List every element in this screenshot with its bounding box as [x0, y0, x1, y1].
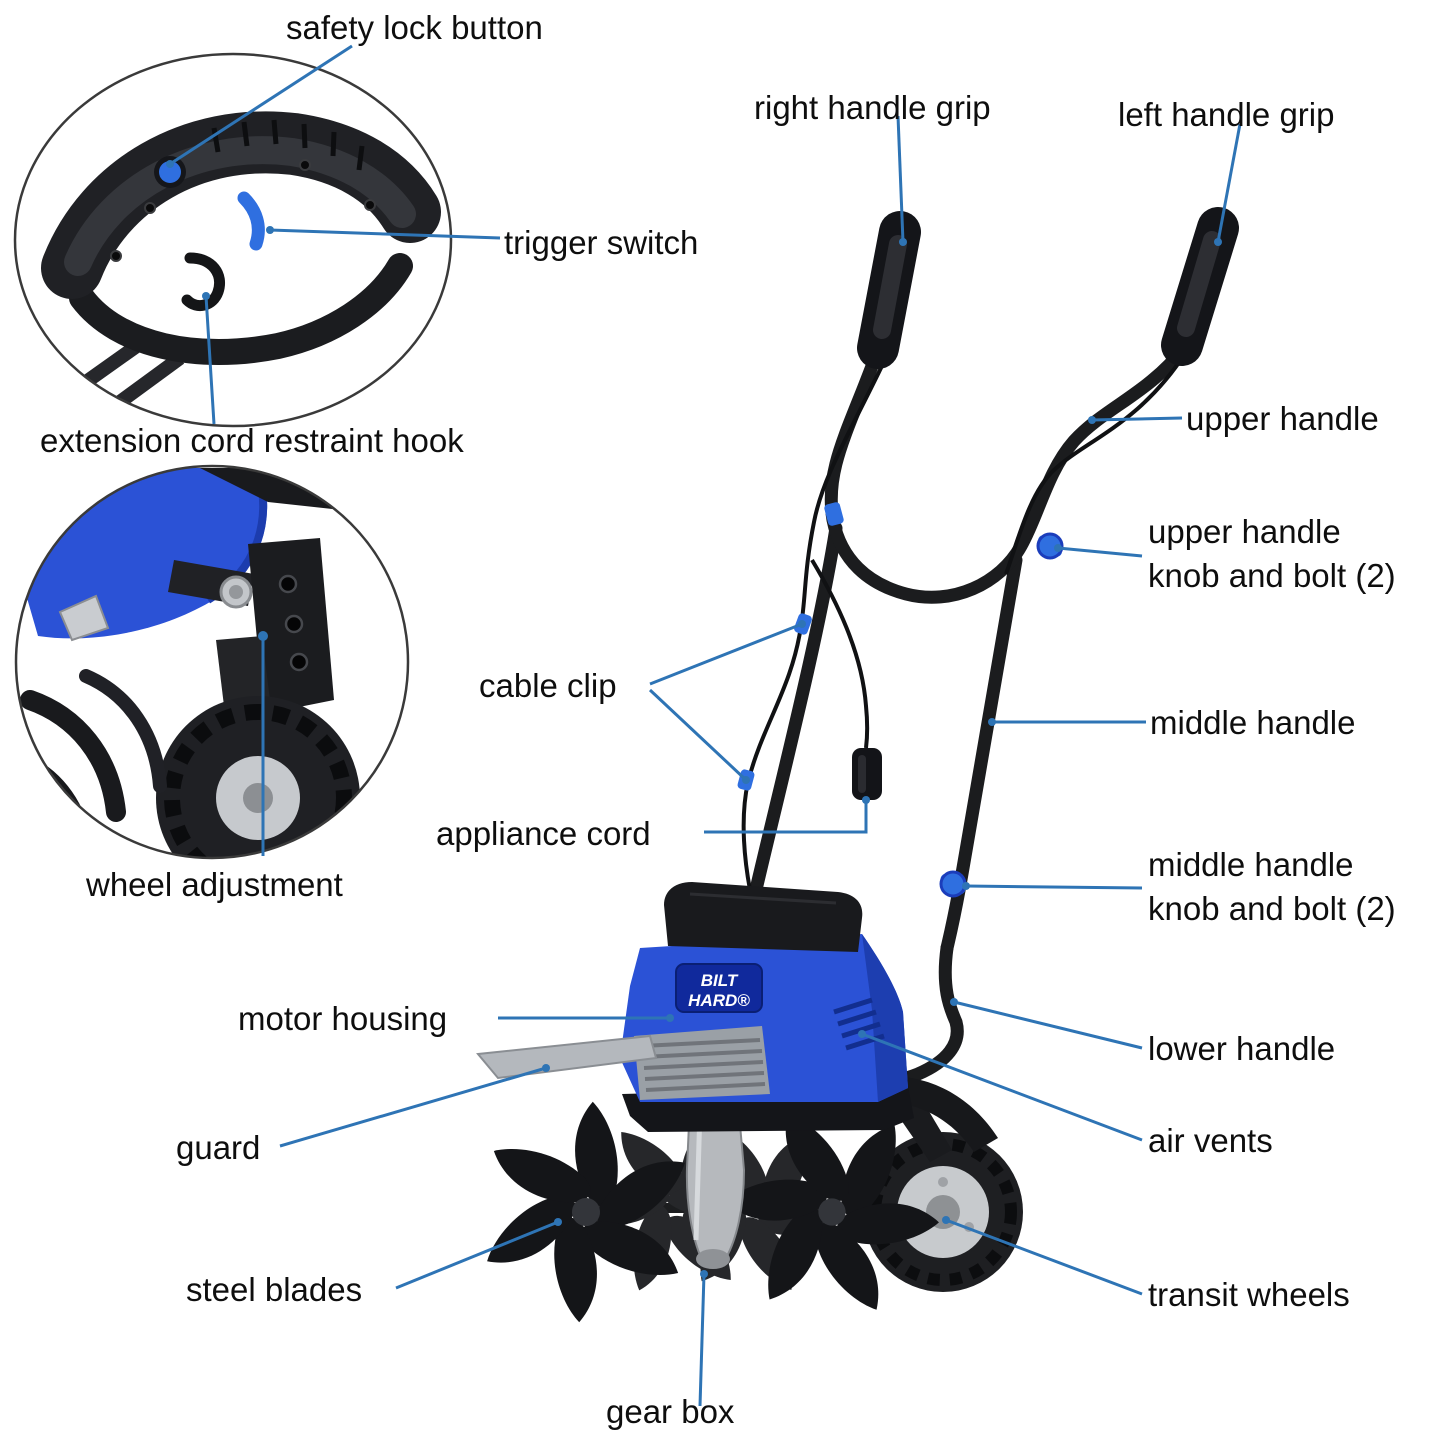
blade-tip: [58, 594, 110, 642]
trigger-guard-loop: [69, 253, 413, 365]
air-vents: [833, 997, 885, 1051]
brand-text-line2: HARD®: [688, 991, 750, 1010]
motor-top-cap: [664, 882, 863, 952]
leader-left-grip: [1216, 123, 1242, 243]
leader-safety-lock: [169, 44, 353, 166]
upper-handle-knob: [1036, 532, 1064, 560]
inset-circle-border: [13, 52, 453, 428]
leader-middle-knob: [965, 884, 1143, 890]
label-cord-restraint-hook: extension cord restraint hook: [40, 422, 464, 459]
label-line-2: knob and bolt (2): [1148, 889, 1396, 927]
bracket-holes: [278, 574, 309, 672]
label-gear-box: gear box: [606, 1393, 735, 1430]
grip-texture: [211, 119, 365, 171]
leader-gear-box: [698, 1273, 706, 1407]
leader-guard: [279, 1066, 547, 1148]
leader-cord-hook: [204, 295, 216, 425]
leader-cable-clip-b: [648, 688, 748, 782]
label-cable-clip: cable clip: [479, 667, 617, 704]
leader-endpoint-dots: [166, 160, 1222, 1278]
left-grip-highlight: [1177, 231, 1221, 337]
leader-air-vents: [861, 1032, 1143, 1142]
leader-trigger-switch: [269, 228, 501, 240]
steel-blades: [473, 1100, 941, 1324]
leader-upper-handle: [1091, 416, 1183, 422]
label-motor-housing: motor housing: [238, 1000, 448, 1037]
inset-wheel-closeup: [14, 464, 410, 860]
trigger-switch: [237, 191, 265, 251]
gear-box: [685, 1101, 746, 1269]
label-upper-handle: upper handle: [1186, 400, 1379, 437]
screws: [110, 159, 376, 262]
guard-flap: [476, 1034, 658, 1080]
label-upper-handle-knob: upper handle knob and bolt (2): [1148, 510, 1396, 597]
label-safety-lock-button: safety lock button: [286, 9, 543, 46]
label-guard: guard: [176, 1129, 261, 1166]
leader-right-grip: [896, 115, 905, 243]
label-transit-wheels: transit wheels: [1148, 1276, 1350, 1313]
leader-steel-blades: [395, 1220, 559, 1290]
label-middle-handle: middle handle: [1150, 704, 1356, 741]
front-vent-panel: [634, 1026, 770, 1100]
housing-corner: [16, 468, 268, 639]
label-trigger-switch: trigger switch: [504, 224, 699, 261]
label-line-2: knob and bolt (2): [1148, 556, 1396, 594]
label-lower-handle: lower handle: [1148, 1030, 1336, 1067]
label-left-handle-grip: left handle grip: [1118, 96, 1335, 133]
leader-appliance-cord: [704, 800, 868, 834]
cap-ridge: [689, 892, 837, 905]
motor-housing-side: [862, 934, 908, 1102]
wheel-fork: [216, 636, 270, 706]
cord-restraint-hook: [181, 252, 225, 312]
bolt-hex: [229, 585, 243, 599]
leader-upper-knob: [1057, 546, 1143, 558]
handle-tubes: [733, 341, 1191, 1093]
label-steel-blades: steel blades: [186, 1271, 363, 1308]
label-air-vents: air vents: [1148, 1122, 1273, 1159]
leader-transit-wheels: [945, 1218, 1143, 1296]
appliance-plug: [852, 748, 882, 800]
leader-lower-handle: [953, 1000, 1143, 1050]
brand-text-line1: BILT: [701, 971, 739, 990]
label-right-handle-grip: right handle grip: [754, 89, 991, 126]
tiller-machine: BILT HARD®: [473, 207, 1239, 1324]
brand-badge: BILT HARD®: [675, 963, 763, 1013]
front-blue-clip: [824, 502, 844, 526]
leader-cable-clip-a: [649, 622, 803, 686]
handle-body-highlight: [64, 136, 416, 276]
right-grip-highlight: [873, 235, 907, 339]
label-line-1: middle handle: [1148, 846, 1354, 883]
label-middle-handle-knob: middle handle knob and bolt (2): [1148, 843, 1396, 930]
label-wheel-adjustment: wheel adjustment: [86, 866, 343, 903]
inset-circle-border: [14, 464, 410, 860]
safety-lock-button: [154, 156, 186, 188]
label-appliance-cord: appliance cord: [436, 815, 651, 852]
leader-lines: [166, 44, 1242, 1407]
label-line-1: upper handle: [1148, 513, 1341, 550]
inset-trigger-closeup: [13, 52, 453, 428]
